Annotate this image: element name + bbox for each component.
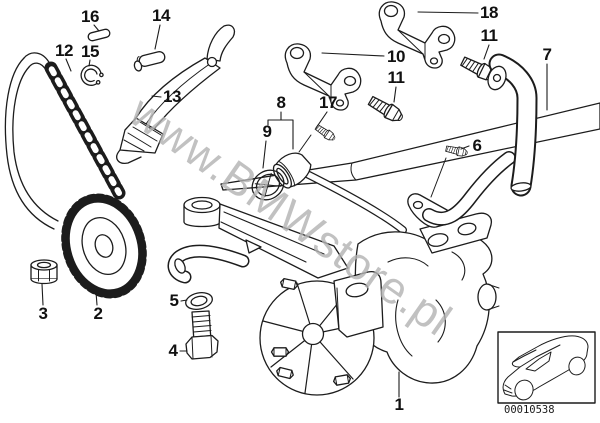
callout-5[interactable]: 5 [169, 291, 179, 310]
sleeve-14 [133, 60, 143, 72]
leader-lines [41, 11, 548, 398]
tensioner-rail [116, 24, 236, 164]
callout-4[interactable]: 4 [168, 341, 178, 360]
bolt-11-lower [366, 93, 407, 126]
callout-9[interactable]: 9 [262, 122, 272, 141]
callout-11[interactable]: 11 [480, 26, 498, 45]
callout-8[interactable]: 8 [276, 93, 286, 112]
image-code: 00010538 [504, 404, 555, 416]
callout-7[interactable]: 7 [542, 45, 552, 64]
gasket-9 [251, 169, 285, 201]
callout-6[interactable]: 6 [472, 136, 482, 155]
return-pipe [487, 53, 538, 197]
car-icon [502, 335, 589, 401]
delivery-pipe [407, 151, 516, 228]
suction-pipe-8 [299, 168, 407, 234]
bolt-4 [185, 310, 219, 360]
callout-13[interactable]: 13 [163, 87, 181, 106]
callout-2[interactable]: 2 [93, 304, 103, 323]
callout-10[interactable]: 10 [387, 47, 405, 66]
bolt-6-pointer [430, 157, 447, 198]
callout-1[interactable]: 1 [394, 395, 404, 414]
callout-14[interactable]: 14 [152, 6, 170, 25]
callout-11[interactable]: 11 [387, 68, 405, 87]
callout-3[interactable]: 3 [38, 304, 48, 323]
nut-3 [30, 259, 58, 285]
washer-5 [185, 292, 213, 310]
callout-12[interactable]: 12 [55, 41, 73, 60]
vehicle-thumbnail [497, 331, 596, 404]
callout-18[interactable]: 18 [480, 3, 498, 22]
pin-16 [87, 28, 111, 42]
callout-16[interactable]: 16 [81, 7, 99, 26]
oil-pump [167, 196, 500, 396]
bolt-17-pointer [298, 134, 312, 153]
callout-17[interactable]: 17 [319, 93, 337, 112]
callout-15[interactable]: 15 [81, 42, 99, 61]
chain-sprocket [61, 193, 147, 299]
circlip-15 [80, 64, 104, 86]
timing-chain [4, 52, 126, 230]
oil-pipe-7 [220, 102, 600, 191]
